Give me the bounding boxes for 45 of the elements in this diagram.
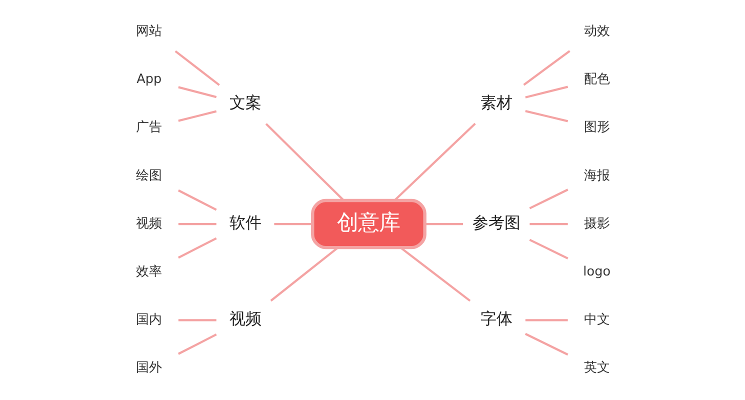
node-text: 国外	[136, 360, 162, 376]
connector	[178, 110, 216, 122]
connector	[178, 222, 216, 226]
node-text: 海报	[583, 168, 610, 184]
node-text: App	[136, 72, 162, 88]
connector	[528, 188, 568, 210]
connector	[264, 123, 344, 202]
connector	[177, 334, 216, 355]
connector	[524, 319, 568, 322]
node-text: 字体	[480, 308, 512, 328]
connector	[270, 246, 338, 302]
node-text: 绘图	[136, 168, 162, 184]
node-text: 广告	[136, 120, 162, 136]
connector	[399, 246, 470, 302]
node-text: 软件	[228, 212, 261, 232]
node-text: logo	[582, 264, 610, 280]
connector	[524, 332, 568, 356]
connector	[177, 189, 216, 211]
node-text: 视频	[136, 216, 162, 232]
connector	[178, 319, 216, 322]
connector	[274, 222, 312, 226]
node-text: 摄影	[583, 216, 610, 232]
node-text: 国内	[136, 312, 162, 328]
node-box: 创意库	[310, 198, 426, 250]
connector	[174, 50, 220, 86]
node-text: 文案	[228, 93, 261, 112]
connector	[424, 222, 463, 226]
connector	[529, 222, 568, 226]
connector	[393, 122, 476, 202]
connector	[524, 110, 568, 122]
node-text: 中文	[583, 312, 610, 328]
node-text: 视频	[228, 308, 261, 328]
node-text: 配色	[583, 72, 610, 88]
connector	[524, 86, 568, 98]
connector	[177, 237, 216, 259]
node-text: 效率	[136, 264, 162, 280]
node-text: 素材	[480, 93, 512, 112]
node-text: 图形	[583, 120, 610, 136]
connector	[178, 86, 216, 98]
node-text: 网站	[136, 24, 162, 40]
node-text: 参考图	[472, 212, 520, 232]
node-text: 动效	[583, 24, 610, 40]
node-text: 英文	[583, 360, 610, 376]
connector	[522, 50, 570, 86]
connector	[528, 238, 568, 260]
